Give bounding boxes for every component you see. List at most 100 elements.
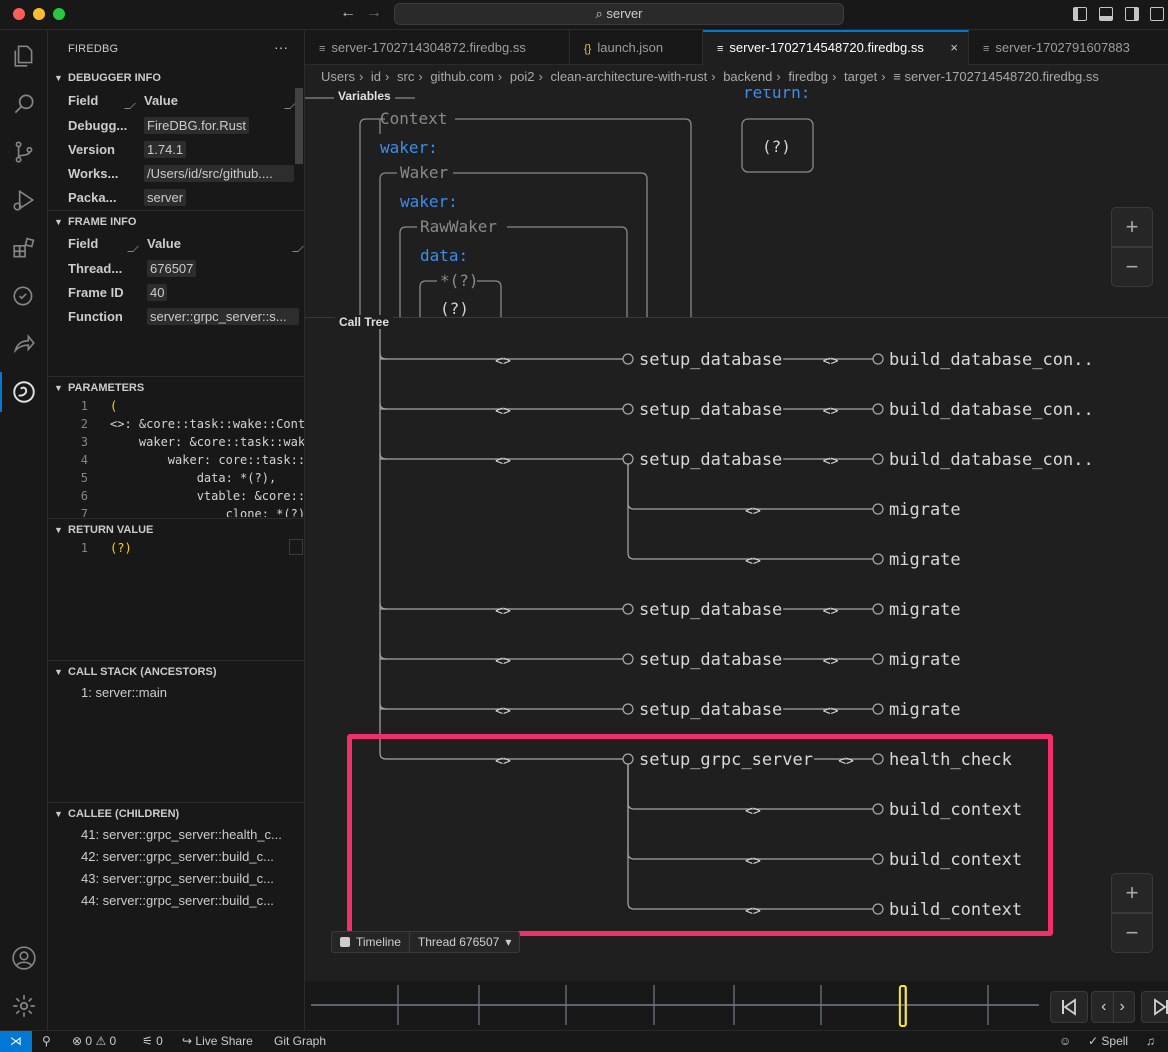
spell-check-status[interactable]: ✓ Spell	[1088, 1031, 1128, 1052]
call-node-label: build_context	[889, 800, 1022, 820]
breadcrumb-item[interactable]: id	[370, 69, 382, 84]
customize-layout-icon[interactable]	[1150, 7, 1164, 21]
breadcrumb-item[interactable]: github.com	[430, 69, 494, 84]
timeline-marker[interactable]	[898, 985, 907, 1027]
edge-glyph: <>	[495, 404, 511, 419]
timeline-toggle[interactable]: Timeline	[332, 932, 410, 952]
section-title-text: PARAMETERS	[68, 382, 145, 394]
live-share-status[interactable]: ↪ Live Share	[182, 1031, 253, 1052]
tree-trunk	[379, 317, 387, 760]
debug-toolbar-icon[interactable]: ⚲	[42, 1034, 51, 1048]
edge-glyph: <>	[838, 754, 854, 769]
call-node-label: build_database_con..	[889, 400, 1094, 420]
warning-count: 0	[109, 1034, 117, 1048]
variables-zoom-out-button[interactable]: −	[1111, 247, 1153, 287]
more-actions-icon[interactable]: ···	[274, 39, 288, 55]
thread-label: Thread 676507	[417, 935, 500, 949]
toggle-primary-sidebar-icon[interactable]	[1073, 7, 1087, 21]
edge-glyph: <>	[495, 654, 511, 669]
file-lines-icon: ≡	[319, 43, 326, 55]
settings-gear-icon[interactable]	[10, 992, 38, 1020]
notifications-bell-icon[interactable]: ♫	[1146, 1034, 1155, 1048]
call-tree-zoom-out-button[interactable]: −	[1111, 913, 1153, 953]
close-icon[interactable]: ×	[950, 40, 958, 55]
call-stack-item[interactable]: 1: server::main	[81, 685, 167, 700]
chevron-right-icon: ›	[538, 69, 543, 84]
copilot-icon[interactable]: ☺	[1059, 1034, 1072, 1048]
timeline-track[interactable]	[305, 981, 1045, 1030]
breadcrumb-item[interactable]: clean-architecture-with-rust	[550, 69, 708, 84]
testing-icon[interactable]	[10, 282, 38, 310]
call-tree-zoom-in-button[interactable]: +	[1111, 873, 1153, 913]
column-resize-handle[interactable]	[124, 103, 136, 109]
column-resize-handle[interactable]	[292, 246, 304, 252]
callee-item[interactable]: 43: server::grpc_server::build_c...	[81, 871, 274, 886]
breadcrumb-item[interactable]: ≡ server-1702714548720.firedbg.ss	[893, 69, 1099, 84]
edge-glyph: <>	[745, 854, 761, 869]
tab-server-1702791607883[interactable]: ≡server-1702791607883	[969, 30, 1168, 65]
extensions-icon[interactable]	[10, 234, 38, 262]
step-buttons[interactable]: ‹›	[1091, 991, 1135, 1023]
section-frame-info[interactable]: ▼FRAME INFO	[48, 210, 304, 232]
maximize-window-button[interactable]	[53, 8, 65, 20]
tab-launch-json[interactable]: {}launch.json	[570, 30, 703, 65]
tree-edge-curve	[379, 602, 387, 610]
forward-arrow-icon[interactable]: →	[366, 4, 382, 21]
section-debugger-info[interactable]: ▼DEBUGGER INFO	[48, 67, 304, 89]
callee-item[interactable]: 42: server::grpc_server::build_c...	[81, 849, 274, 864]
breadcrumb-item[interactable]: firedbg	[788, 69, 829, 84]
search-icon[interactable]	[10, 90, 38, 118]
back-arrow-icon[interactable]: ←	[340, 4, 356, 21]
toggle-secondary-sidebar-icon[interactable]	[1125, 7, 1139, 21]
call-node-label: migrate	[889, 500, 961, 520]
step-back-icon[interactable]: ‹	[1101, 998, 1107, 1015]
checkbox[interactable]	[340, 937, 350, 947]
source-control-icon[interactable]	[10, 138, 38, 166]
edge-glyph: <>	[495, 604, 511, 619]
jump-to-end-button[interactable]	[1141, 991, 1168, 1023]
command-center-search[interactable]: ⌕ server	[394, 3, 844, 25]
minimize-window-button[interactable]	[33, 8, 45, 20]
minimap-slider[interactable]	[289, 539, 303, 555]
section-call-stack[interactable]: ▼CALL STACK (ANCESTORS)	[48, 660, 304, 682]
breadcrumb-item[interactable]: poi2	[509, 69, 535, 84]
variables-zoom-in-button[interactable]: +	[1111, 207, 1153, 247]
remote-indicator-icon[interactable]: ⋊	[0, 1031, 32, 1052]
info-value: 676507	[147, 260, 197, 277]
firedbg-icon[interactable]	[10, 378, 38, 406]
thread-select[interactable]: Thread 676507▾	[410, 932, 519, 952]
tree-edge	[627, 464, 873, 560]
ports-indicator[interactable]: ⚟ 0	[142, 1031, 163, 1052]
column-resize-handle[interactable]	[127, 246, 139, 252]
run-debug-icon[interactable]	[10, 186, 38, 214]
toggle-panel-icon[interactable]	[1099, 7, 1113, 21]
section-return-value[interactable]: ▼RETURN VALUE	[48, 518, 304, 540]
breadcrumb-item[interactable]: src	[397, 69, 415, 84]
git-graph-status[interactable]: Git Graph	[274, 1034, 327, 1048]
timeline-strip[interactable]: ‹›	[305, 981, 1168, 1030]
callee-item[interactable]: 44: server::grpc_server::build_c...	[81, 893, 274, 908]
tab-server-1702714548720[interactable]: ≡server-1702714548720.firedbg.ss ×	[703, 30, 969, 65]
edge-glyph: <>	[495, 754, 511, 769]
problems-indicator[interactable]: ⊗ 0 ⚠ 0	[72, 1031, 116, 1052]
breadcrumb-item[interactable]: target	[844, 69, 878, 84]
chevron-down-icon: ▼	[54, 809, 63, 819]
tab-label: server-1702791607883	[995, 40, 1130, 55]
chevron-right-icon: ›	[832, 69, 837, 84]
tab-server-1702714304872[interactable]: ≡server-1702714304872.firedbg.ss	[305, 30, 570, 65]
scrollbar-thumb[interactable]	[295, 88, 303, 164]
live-share-icon[interactable]	[10, 330, 38, 358]
code-line: 1(	[80, 399, 118, 413]
jump-to-start-button[interactable]	[1050, 991, 1088, 1023]
tree-node-dot	[872, 453, 884, 465]
breadcrumb-item[interactable]: Users	[321, 69, 355, 84]
step-forward-icon[interactable]: ›	[1119, 998, 1125, 1015]
close-window-button[interactable]	[13, 8, 25, 20]
section-parameters[interactable]: ▼PARAMETERS	[48, 376, 304, 398]
explorer-icon[interactable]	[10, 42, 38, 70]
error-icon: ⊗	[72, 1034, 83, 1048]
callee-item[interactable]: 41: server::grpc_server::health_c...	[81, 827, 282, 842]
account-icon[interactable]	[10, 944, 38, 972]
section-callee[interactable]: ▼CALLEE (CHILDREN)	[48, 802, 304, 824]
breadcrumb-item[interactable]: backend	[723, 69, 773, 84]
